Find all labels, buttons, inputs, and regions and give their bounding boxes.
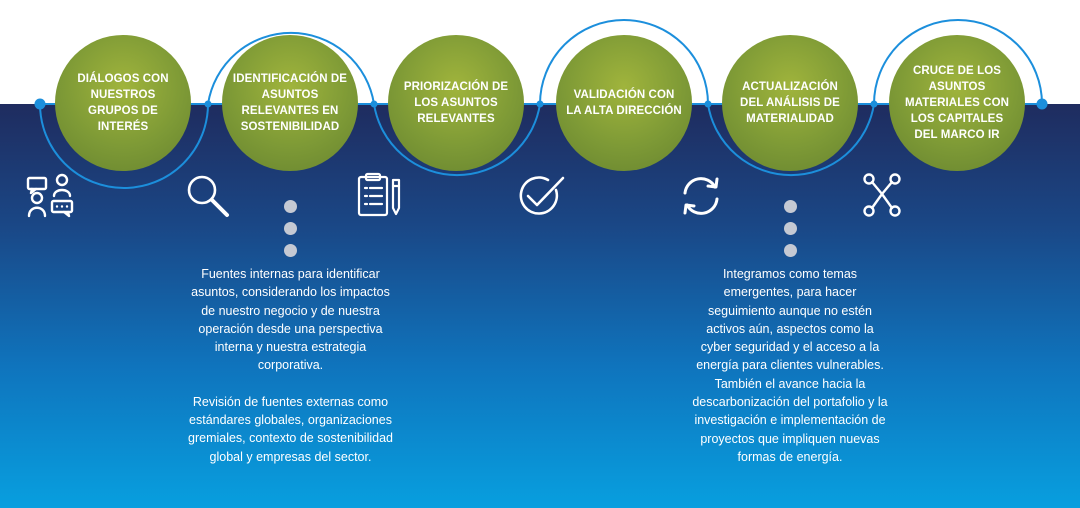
description-paragraph: Integramos como temas emergentes, para h…: [692, 267, 888, 464]
magnifier-icon: [187, 175, 229, 217]
refresh-arrows-icon: [683, 177, 719, 215]
check-circle-icon: [519, 176, 565, 215]
connector-arc-1: [39, 103, 209, 189]
background-band: [0, 104, 1080, 508]
step-label: ACTUALIZACIÓN DEL ANÁLISIS DE MATERIALID…: [740, 81, 840, 125]
clipboard-list-icon: [357, 172, 401, 217]
dots-connector-identificacion: [284, 200, 298, 266]
connector-arc-2: [207, 31, 375, 105]
connector-dot: [370, 100, 378, 108]
step-label: PRIORIZACIÓN DE LOS ASUNTOS RELEVANTES: [403, 81, 509, 125]
step-circle-identificacion: IDENTIFICACIÓN DE ASUNTOS RELEVANTES EN …: [222, 35, 358, 171]
connector-arc-4: [539, 19, 709, 105]
step-label: CRUCE DE LOS ASUNTOS MATERIALES CON LOS …: [904, 65, 1010, 141]
step-label: IDENTIFICACIÓN DE ASUNTOS RELEVANTES EN …: [232, 73, 348, 133]
connector-arc-5: [707, 103, 875, 177]
network-nodes-icon: [863, 173, 901, 217]
step-circle-cruce: CRUCE DE LOS ASUNTOS MATERIALES CON LOS …: [889, 35, 1025, 171]
step-circle-validacion: VALIDACIÓN CON LA ALTA DIRECCIÓN: [556, 35, 692, 171]
connector-dot: [870, 100, 878, 108]
step-circle-dialogos: DIÁLOGOS CON NUESTROS GRUPOS DE INTERÉS: [55, 35, 191, 171]
connector-dot: [536, 100, 544, 108]
step-circle-actualizacion: ACTUALIZACIÓN DEL ANÁLISIS DE MATERIALID…: [722, 35, 858, 171]
connector-arc-6: [873, 19, 1043, 105]
people-dialogue-icon: [26, 173, 74, 218]
description-identificacion: Fuentes internas para identificar asunto…: [188, 265, 393, 484]
step-circle-priorizacion: PRIORIZACIÓN DE LOS ASUNTOS RELEVANTES: [388, 35, 524, 171]
step-label: VALIDACIÓN CON LA ALTA DIRECCIÓN: [566, 89, 682, 117]
description-paragraph: Revisión de fuentes externas como estánd…: [188, 394, 393, 464]
description-actualizacion: Integramos como temas emergentes, para h…: [690, 265, 890, 484]
connector-dot: [704, 100, 712, 108]
description-paragraph: Fuentes internas para identificar asunto…: [191, 267, 390, 373]
dots-connector-actualizacion: [784, 200, 798, 266]
step-label: DIÁLOGOS CON NUESTROS GRUPOS DE INTERÉS: [77, 73, 169, 133]
connector-arc-3: [373, 103, 541, 177]
connector-dot-end: [1036, 98, 1048, 110]
connector-dot: [204, 100, 212, 108]
connector-dot-start: [34, 98, 46, 110]
